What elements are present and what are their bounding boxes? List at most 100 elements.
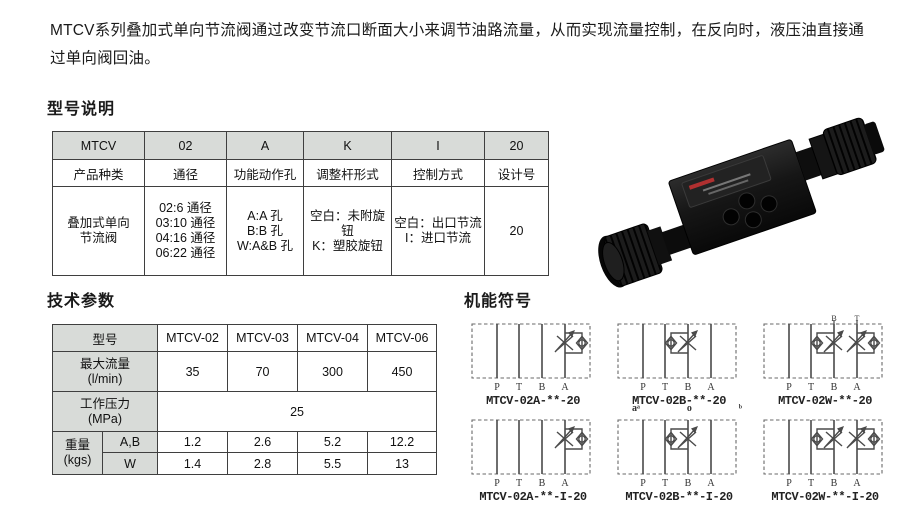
port-hole	[760, 195, 778, 213]
weight-sub-label: W	[101, 452, 159, 475]
tech-maxflow-row: 最大流量 (l/min) 35 70 300 450	[51, 351, 438, 392]
model-detail-cell: 空白：未附旋钮 K：塑胶旋钮	[303, 186, 392, 276]
left-knob-inner	[602, 241, 625, 282]
weight-value: 2.8	[227, 452, 299, 475]
model-label-cell: 设计号	[484, 159, 549, 187]
svg-text:T: T	[808, 382, 814, 393]
model-label-cell: 调整杆形式	[303, 159, 392, 187]
model-code-cell: 20	[484, 131, 549, 160]
model-label-cell: 通径	[144, 159, 227, 187]
port-hole	[722, 208, 740, 226]
nameplate-line	[708, 179, 749, 195]
svg-text:A: A	[561, 478, 569, 489]
tech-pressure-row: 工作压力 (MPa) 25	[51, 391, 438, 432]
svg-text:T: T	[516, 478, 522, 489]
model-detail-cell: 空白：出口节流 I：进口节流	[391, 186, 485, 276]
svg-text:B: B	[539, 478, 546, 489]
svg-text:A: A	[853, 382, 861, 393]
svg-text:P: P	[786, 478, 792, 489]
model-label-cell: 控制方式	[391, 159, 485, 187]
right-knob-cap	[864, 121, 885, 155]
model-detail-row: 叠加式单向 节流阀 02:6 通径 03:10 通径 04:16 通径 06:2…	[52, 186, 549, 276]
svg-text:P: P	[640, 478, 646, 489]
maxflow-value: 35	[157, 351, 229, 392]
tech-model-cell: MTCV-03	[227, 324, 299, 352]
symbol-caption: MTCV-02A-**-I-20	[479, 490, 587, 504]
symbol-caption: MTCV-02B-**-20	[632, 394, 726, 408]
weight-label: 重量 (kgs)	[52, 431, 103, 475]
maxflow-value: 300	[297, 351, 369, 392]
svg-text:T: T	[662, 478, 668, 489]
svg-text:T: T	[662, 382, 668, 393]
nameplate	[681, 155, 772, 208]
model-detail-cell: A:A 孔 B:B 孔 W:A&B 孔	[226, 186, 304, 276]
model-label-cell: 功能动作孔	[226, 159, 304, 187]
tech-model-cell: MTCV-04	[297, 324, 369, 352]
svg-text:B: B	[831, 478, 838, 489]
symbol-caption: MTCV-02A-**-20	[486, 394, 580, 408]
svg-text:T: T	[855, 314, 860, 323]
symbol-caption: MTCV-02B-**-I-20	[625, 490, 733, 504]
weight-value: 1.2	[157, 431, 229, 453]
symbols-section-title: 机能符号	[464, 293, 533, 310]
svg-text:A: A	[707, 478, 715, 489]
svg-text:P: P	[494, 478, 500, 489]
svg-text:A: A	[707, 382, 715, 393]
svg-text:B: B	[831, 314, 836, 323]
weight-value: 2.6	[227, 431, 299, 453]
model-label-row: 产品种类 通径 功能动作孔 调整杆形式 控制方式 设计号	[52, 159, 549, 187]
svg-text:P: P	[786, 382, 792, 393]
product-photo	[598, 117, 885, 288]
weight-value: 13	[367, 452, 438, 475]
svg-text:B: B	[685, 382, 692, 393]
port-hole	[744, 211, 762, 229]
left-collar	[647, 226, 673, 265]
model-code-cell: A	[226, 131, 304, 160]
model-code-cell: MTCV	[52, 131, 145, 160]
port-hole	[738, 192, 756, 210]
spool-position-label: o	[686, 403, 692, 414]
model-detail-cell: 叠加式单向 节流阀	[52, 186, 145, 276]
svg-text:B: B	[685, 478, 692, 489]
model-section-title: 型号说明	[47, 101, 116, 118]
tech-model-cell: MTCV-02	[157, 324, 229, 352]
svg-text:A: A	[561, 382, 569, 393]
symbol-caption: MTCV-02W-**-I-20	[771, 490, 879, 504]
svg-text:A: A	[853, 478, 861, 489]
tech-model-cell: MTCV-06	[367, 324, 438, 352]
spool-position-labels: aᵃ o ᵇ	[632, 403, 742, 414]
model-detail-cell: 20	[484, 186, 549, 276]
intro-paragraph: MTCV系列叠加式单向节流阀通过改变节流口断面大小来调节油路流量，从而实现流量控…	[50, 22, 865, 67]
svg-text:P: P	[494, 382, 500, 393]
weight-value: 5.5	[297, 452, 369, 475]
svg-text:T: T	[516, 382, 522, 393]
spool-position-label: ᵇ	[738, 403, 742, 414]
model-label-cell: 产品种类	[52, 159, 145, 187]
pressure-value: 25	[157, 391, 438, 432]
model-detail-cell: 02:6 通径 03:10 通径 04:16 通径 06:22 通径	[144, 186, 227, 276]
nameplate-line	[702, 173, 751, 192]
svg-text:T: T	[808, 478, 814, 489]
symbol-caption: MTCV-02W-**-20	[778, 394, 872, 408]
tech-header-row: 型号 MTCV-02 MTCV-03 MTCV-04 MTCV-06	[51, 324, 438, 352]
tech-weight-row-w: W 1.4 2.8 5.5 13	[53, 452, 438, 475]
weight-value: 5.2	[297, 431, 369, 453]
tech-weight-row-ab: 重量 (kgs) A,B 1.2 2.6 5.2 12.2	[52, 431, 438, 475]
maxflow-value: 450	[367, 351, 438, 392]
tech-params-table: 型号 MTCV-02 MTCV-03 MTCV-04 MTCV-06 最大流量 …	[51, 324, 438, 475]
spool-position-label: aᵃ	[632, 403, 640, 414]
svg-text:B: B	[539, 382, 546, 393]
weight-sub-label: A,B	[101, 431, 159, 453]
